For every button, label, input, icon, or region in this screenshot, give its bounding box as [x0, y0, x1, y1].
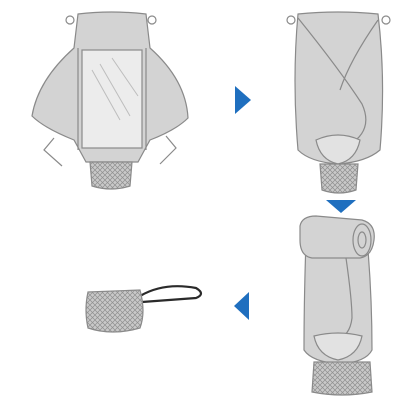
mesh-pouch: [89, 161, 133, 190]
rain-cover-rolled-icon: [299, 215, 375, 396]
mesh-pouch: [319, 163, 359, 194]
arrow-right-icon: [235, 86, 251, 114]
clear-window: [81, 49, 143, 149]
step-1-open-cover: [31, 11, 189, 190]
rain-cover-packed-pouch-icon: [85, 285, 203, 333]
step-2-folded-cover: [286, 11, 391, 194]
arrow-left-icon: [234, 292, 249, 320]
rain-cover-open-icon: [31, 11, 189, 190]
rain-cover-folded-icon: [286, 11, 391, 194]
step-4-packed-pouch: [85, 285, 203, 333]
step-3-rolled-cover: [299, 215, 375, 396]
mesh-pouch: [311, 361, 373, 396]
arrow-down-icon: [326, 200, 356, 213]
pouch-strap: [139, 285, 203, 304]
mesh-pouch: [85, 289, 144, 333]
